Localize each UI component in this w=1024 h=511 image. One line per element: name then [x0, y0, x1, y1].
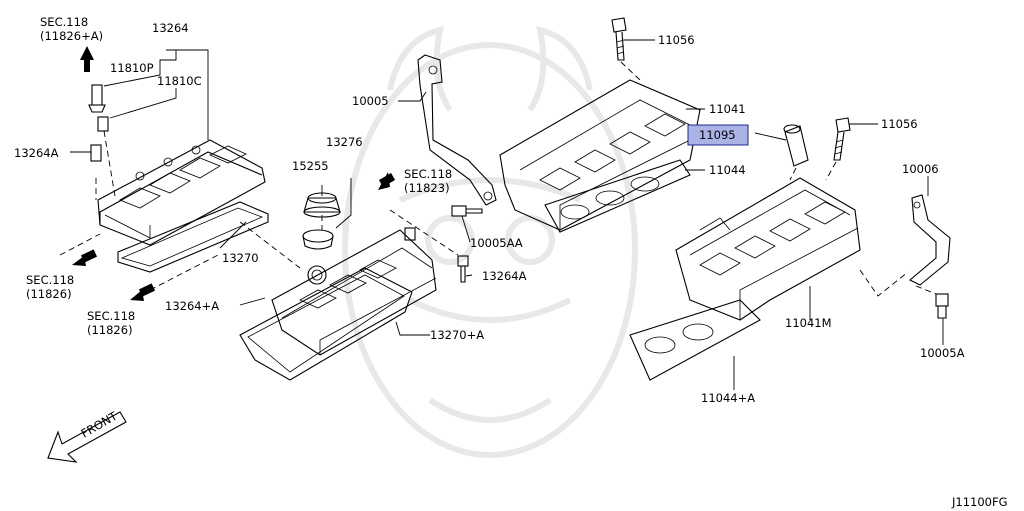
label-sec118-mid-ref: (11823)	[404, 181, 450, 195]
part-label-11044[interactable]: 11044	[709, 163, 746, 177]
highlight-box-11095[interactable]	[687, 124, 749, 146]
bracket-10005[interactable]	[417, 54, 497, 206]
part-label-13264pA[interactable]: 13264+A	[165, 299, 219, 313]
part-label-11041[interactable]: 11041	[709, 102, 746, 116]
cylinder-head-11041[interactable]	[499, 79, 701, 231]
sensor-13264-left	[88, 84, 109, 162]
front-label: FRONT	[79, 408, 121, 440]
leader-lines	[70, 39, 944, 390]
part-label-13264A-mid[interactable]: 13264A	[482, 269, 527, 283]
arrow-sec118-mid	[378, 172, 396, 190]
oil-filler-cap[interactable]	[303, 192, 341, 218]
head-gasket-11044A[interactable]	[629, 299, 761, 381]
part-label-11810C[interactable]: 11810C	[157, 74, 202, 88]
rocker-cover-left[interactable]	[97, 139, 266, 246]
part-label-10006[interactable]: 10006	[902, 162, 939, 176]
part-label-11056-right[interactable]: 11056	[881, 117, 918, 131]
head-gasket-11044[interactable]	[544, 159, 691, 233]
rocker-cover-gasket-left[interactable]	[117, 201, 269, 273]
part-label-13264[interactable]: 13264	[152, 21, 189, 35]
oil-filler-gasket[interactable]	[302, 229, 334, 250]
label-sec118-top: SEC.118	[40, 15, 88, 29]
front-arrow	[47, 411, 127, 463]
part-label-13270pA[interactable]: 13270+A	[430, 328, 484, 342]
part-label-11044pA[interactable]: 11044+A	[701, 391, 755, 405]
label-sec118-left1-ref: (11826)	[26, 287, 72, 301]
head-bolt-11056-top	[611, 17, 627, 61]
label-sec118-left2-ref: (11826)	[87, 323, 133, 337]
part-label-13264A-left[interactable]: 13264A	[14, 146, 59, 160]
arrow-sec118-top	[80, 46, 94, 72]
part-label-13270[interactable]: 13270	[222, 251, 259, 265]
bracket-10006[interactable]	[909, 194, 951, 286]
label-sec118-left2: SEC.118	[87, 309, 135, 323]
part-label-11041M[interactable]: 11041M	[785, 316, 832, 330]
bolt-10005A	[935, 293, 949, 319]
part-label-10005[interactable]: 10005	[352, 94, 389, 108]
part-label-11810P[interactable]: 11810P	[110, 61, 154, 75]
part-label-13276[interactable]: 13276	[326, 135, 363, 149]
bolt-10005AA	[451, 205, 483, 217]
rocker-cover-gasket-center[interactable]	[239, 267, 413, 381]
part-label-10005AA[interactable]: 10005AA	[470, 236, 523, 250]
bolt-13264A-mid	[457, 255, 469, 283]
cam-plug-11095[interactable]	[783, 124, 809, 167]
part-label-15255[interactable]: 15255	[292, 159, 329, 173]
arrow-sec118-left2	[130, 283, 156, 301]
watermark-emblem	[342, 25, 638, 458]
diagram-id: J11100FG	[951, 495, 1008, 509]
cylinder-head-11041M[interactable]	[675, 177, 861, 321]
rocker-cover-center[interactable]	[271, 227, 437, 356]
label-sec118-left1: SEC.118	[26, 273, 74, 287]
arrow-sec118-left1	[72, 249, 98, 266]
part-label-11095[interactable]: 11095	[699, 128, 736, 142]
label-sec118-mid: SEC.118	[404, 167, 452, 181]
part-label-10005A[interactable]: 10005A	[920, 346, 965, 360]
label-sec118-top-ref: (11826+A)	[40, 29, 103, 43]
part-label-11056-top[interactable]: 11056	[658, 33, 695, 47]
head-bolt-11056-right	[833, 117, 851, 161]
